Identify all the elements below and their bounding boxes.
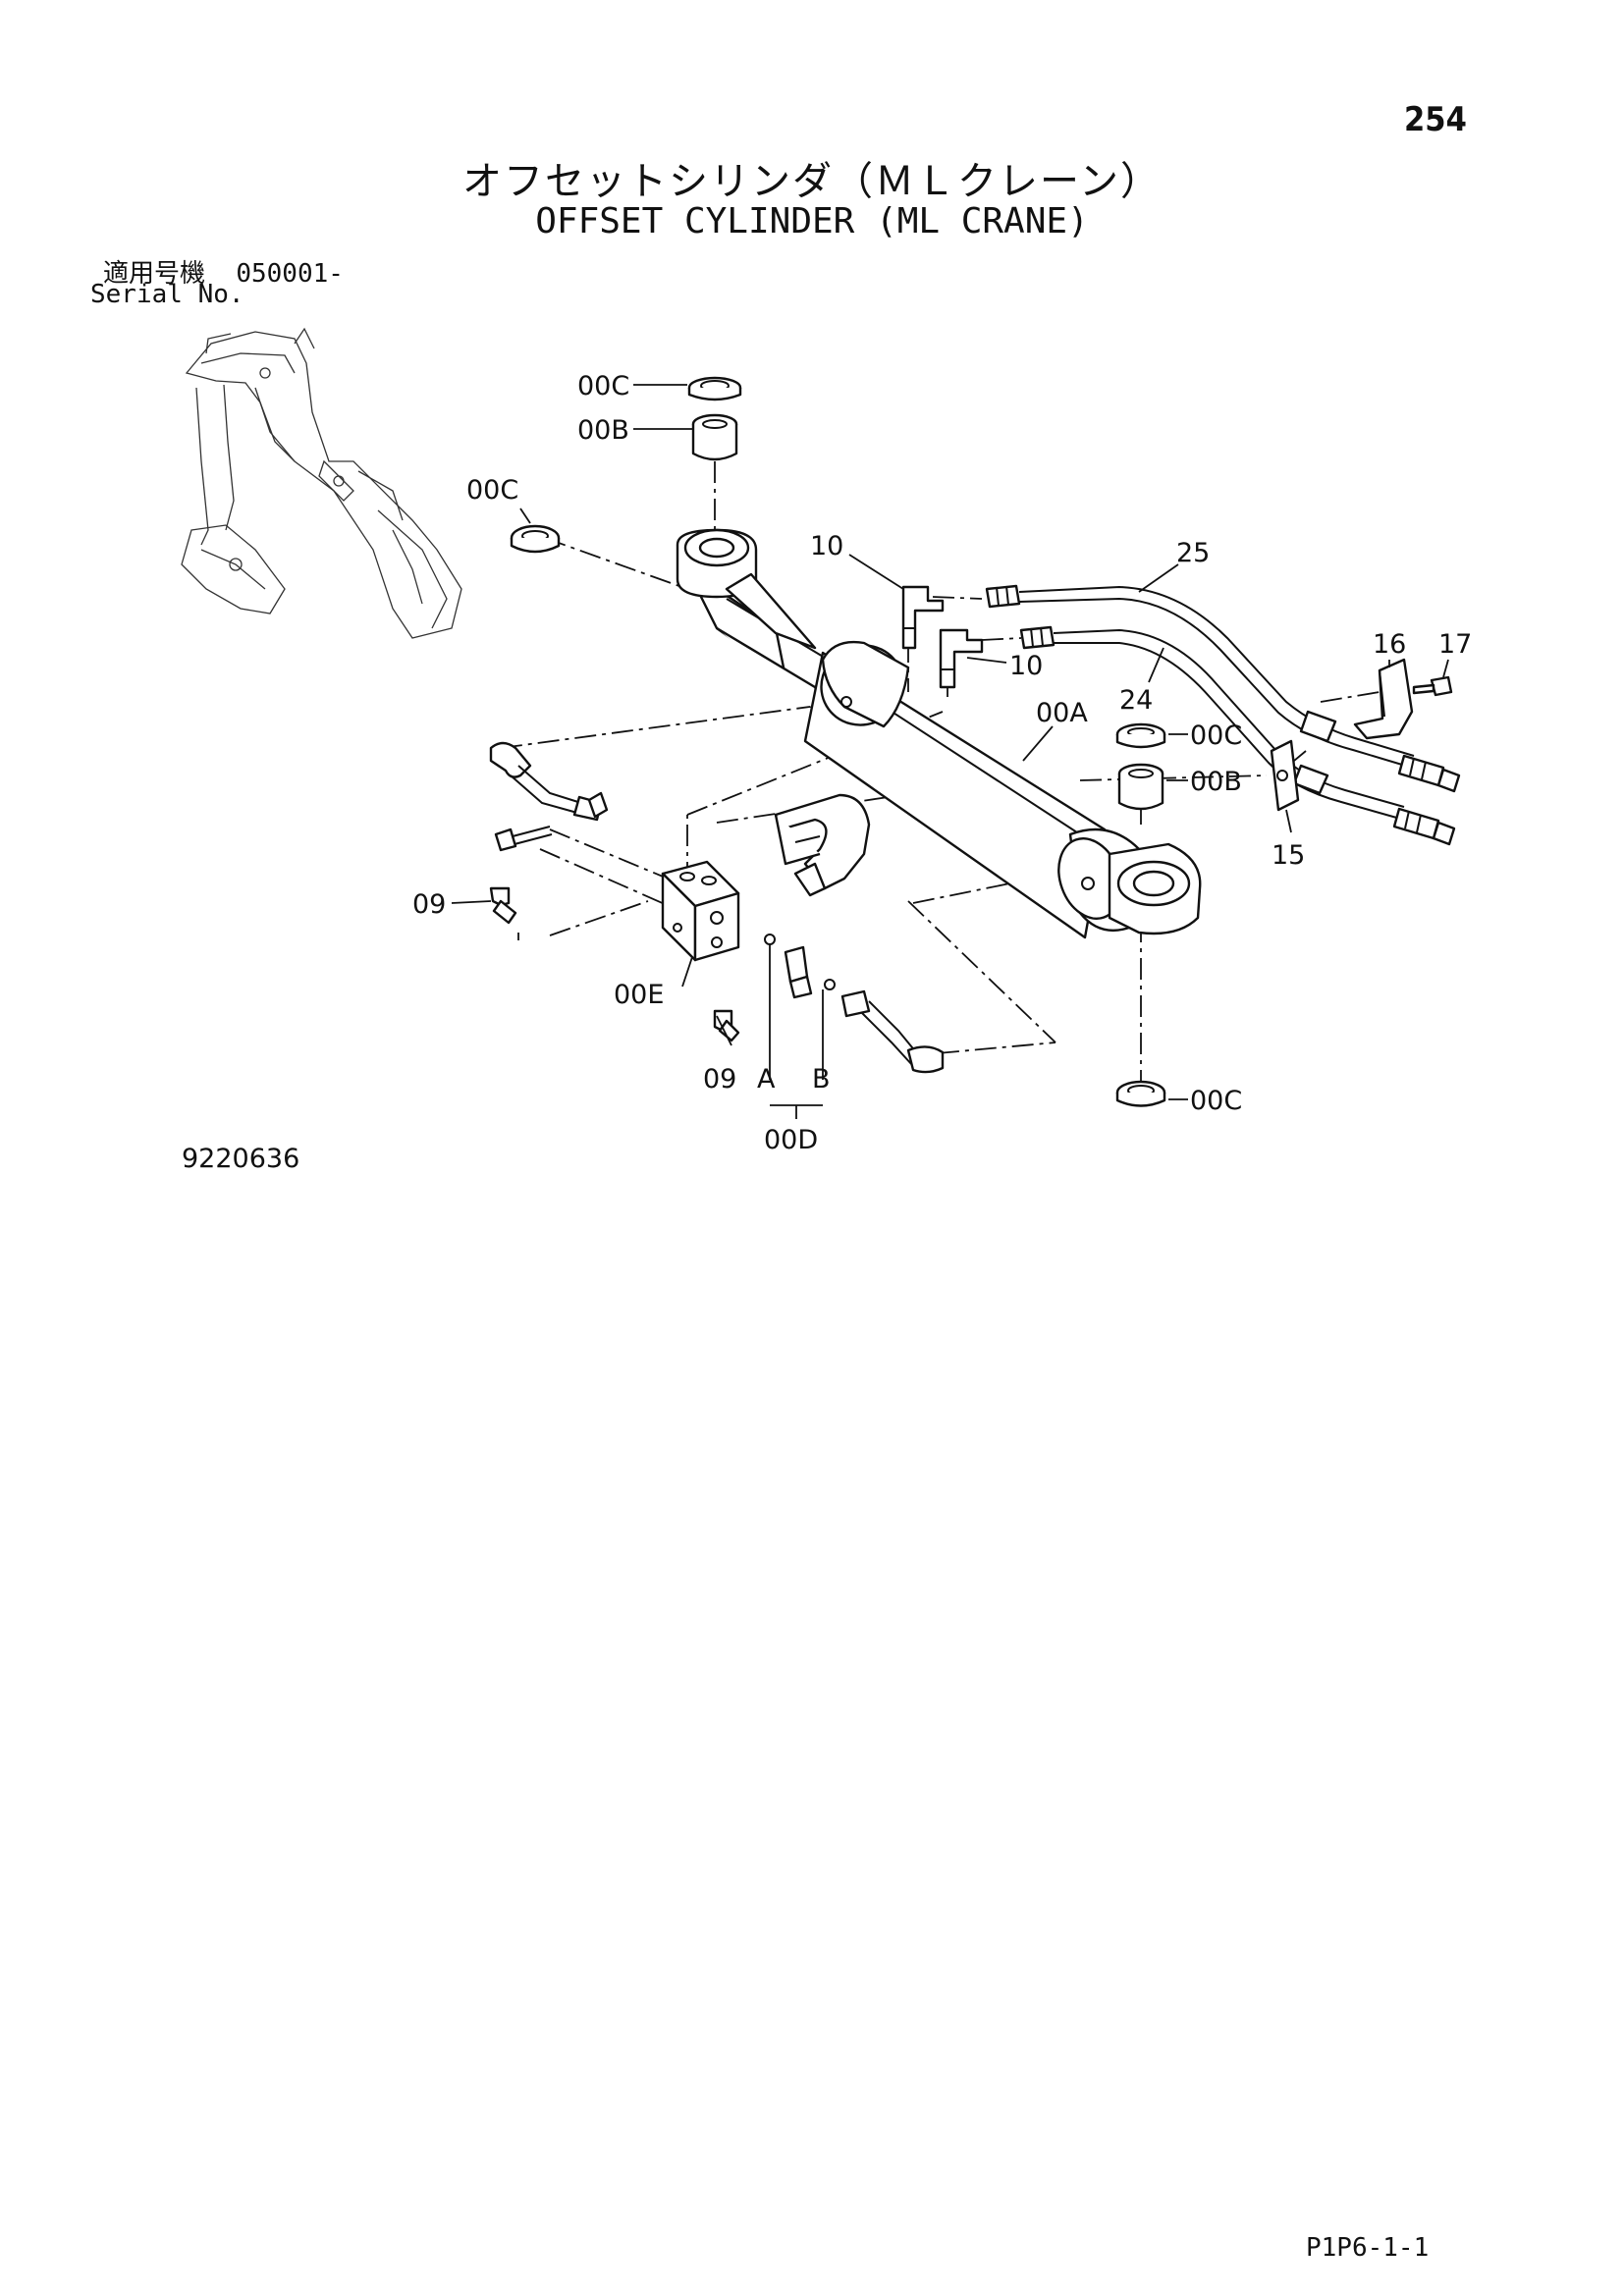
serial-label-ja: 適用号機 (103, 259, 206, 289)
bolt-upper-left (494, 826, 553, 852)
callout-16: 16 (1373, 629, 1406, 660)
machine-thumbnail-illustration (181, 327, 462, 639)
callout-labels: 00C 00B 00C 10 25 10 24 16 17 00A 00C 00… (412, 371, 1472, 1155)
callout-24: 24 (1119, 685, 1153, 716)
page-number: 254 (1404, 100, 1467, 139)
footer-page-code: P1P6-1-1 (1306, 2233, 1430, 2263)
pipe-line-lower (840, 989, 945, 1074)
pipe-line-upper-left (489, 741, 609, 822)
callout-10-top: 10 (810, 531, 843, 561)
plate-15 (1270, 739, 1300, 812)
hose-end-fittings (1292, 710, 1461, 846)
callout-00b-top: 00B (577, 415, 629, 446)
cylinder-assembly (676, 528, 1202, 939)
bushing-00c-bottom (1115, 1080, 1166, 1107)
bushing-00b-top (691, 413, 738, 461)
callout-09-left: 09 (412, 889, 446, 920)
elbow-fitting-10-lower (939, 628, 984, 689)
pipe-clamp (774, 793, 871, 897)
valve-block-00e (661, 860, 740, 962)
bushing-00b-right (1117, 763, 1164, 811)
callout-a: A (757, 1064, 776, 1095)
check-valve-00d (764, 934, 836, 999)
serial-label-english: Serial No. (90, 280, 244, 309)
bolt-17 (1412, 675, 1453, 697)
callout-10-mid: 10 (1009, 651, 1043, 681)
elbow-fitting-10-upper (901, 585, 945, 650)
callout-17: 17 (1438, 629, 1472, 660)
bushing-00c-left (510, 524, 561, 554)
callout-00a: 00A (1036, 698, 1088, 728)
callout-b: B (812, 1064, 831, 1095)
serial-label-japanese: 適用号機 050001- (103, 253, 344, 290)
callout-00c-left: 00C (466, 475, 518, 506)
leader-lines (451, 384, 1449, 1119)
callout-00c-top: 00C (577, 371, 629, 401)
callout-00c-bottom: 00C (1190, 1086, 1242, 1116)
callout-00d: 00D (764, 1125, 818, 1155)
callout-15: 15 (1272, 840, 1305, 871)
serial-value: 050001- (236, 259, 344, 289)
callout-09-bottom: 09 (703, 1064, 736, 1095)
callout-00b-right: 00B (1190, 767, 1242, 797)
callout-00c-right: 00C (1190, 721, 1242, 751)
callout-00e: 00E (614, 980, 664, 1010)
clamp-16 (1353, 658, 1414, 740)
title-english: OFFSET CYLINDER (ML CRANE) (535, 201, 1089, 241)
title-japanese: オフセットシリンダ（ＭＬクレーン） (462, 159, 1162, 204)
fitting-09-left (489, 886, 517, 925)
callout-25: 25 (1176, 538, 1210, 568)
figure-code: 9220636 (182, 1144, 300, 1174)
bushing-00c-top (687, 376, 742, 401)
bushing-00c-right (1115, 722, 1166, 749)
